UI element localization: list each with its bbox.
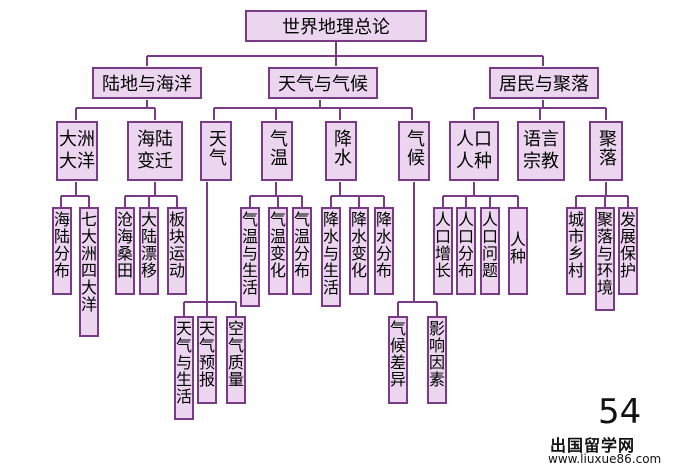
node-city-village: 城市乡村 bbox=[565, 207, 586, 295]
node-temperature: 气温 bbox=[261, 121, 293, 181]
node-plate-tectonics: 板块运动 bbox=[166, 207, 187, 295]
node-continents-oceans: 大洲大洋 bbox=[56, 121, 98, 181]
site-url-watermark: www.liuxue86.com bbox=[548, 452, 662, 466]
node-precipitation-change: 降水变化 bbox=[348, 207, 369, 295]
node-label: 大洲大洋 bbox=[59, 129, 95, 172]
node-population-problems: 人口问题 bbox=[479, 207, 500, 295]
node-race: 人种 bbox=[507, 207, 528, 295]
node-influencing-factors: 影响因素 bbox=[426, 316, 447, 404]
node-weather-life: 天气与生活 bbox=[173, 316, 194, 420]
node-land-ocean: 陆地与海洋 bbox=[92, 67, 202, 99]
node-label: 语言宗教 bbox=[523, 129, 559, 172]
node-land-sea-distribution: 海陆分布 bbox=[51, 207, 72, 295]
node-residents-settlements: 居民与聚落 bbox=[489, 67, 599, 99]
node-weather-forecast: 天气预报 bbox=[196, 316, 217, 404]
site-name-watermark: 出国留学网 bbox=[550, 436, 636, 455]
node-temperature-change: 气温变化 bbox=[267, 207, 288, 295]
node-population-growth: 人口增长 bbox=[432, 207, 453, 295]
node-label: 海陆变迁 bbox=[137, 129, 173, 172]
node-settlements: 聚落 bbox=[589, 121, 623, 181]
node-development-protection: 发展保护 bbox=[617, 207, 638, 295]
node-climate-differences: 气候差异 bbox=[387, 316, 408, 404]
node-temperature-life: 气温与生活 bbox=[239, 207, 260, 307]
node-climate: 气候 bbox=[398, 121, 430, 181]
page-number: 54 bbox=[598, 392, 642, 432]
node-temperature-distribution: 气温分布 bbox=[291, 207, 312, 295]
node-label: 人口人种 bbox=[456, 129, 492, 172]
node-population-race: 人口人种 bbox=[449, 121, 499, 181]
node-precipitation: 降水 bbox=[325, 121, 357, 181]
root-node: 世界地理总论 bbox=[245, 10, 427, 42]
node-air-quality: 空气质量 bbox=[225, 316, 246, 404]
node-population-distribution: 人口分布 bbox=[455, 207, 476, 295]
node-settlement-environment: 聚落与环境 bbox=[594, 207, 615, 311]
node-precipitation-distribution: 降水分布 bbox=[373, 207, 394, 295]
node-seas-mulberry: 沧海桑田 bbox=[114, 207, 135, 295]
node-precipitation-life: 降水与生活 bbox=[320, 207, 341, 307]
node-continental-drift: 大陆漂移 bbox=[138, 207, 159, 295]
node-weather-climate: 天气与气候 bbox=[268, 67, 378, 99]
node-land-sea-change: 海陆变迁 bbox=[127, 121, 183, 181]
node-weather: 天气 bbox=[200, 121, 232, 181]
node-seven-continents-four-oceans: 七大洲四大洋 bbox=[78, 207, 99, 337]
node-language-religion: 语言宗教 bbox=[517, 121, 565, 181]
